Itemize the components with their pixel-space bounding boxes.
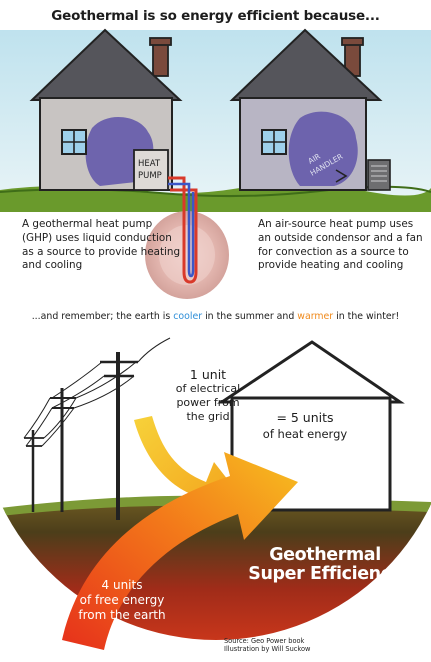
house-left: HEAT PUMP bbox=[29, 28, 183, 191]
grid-power-line-1: 1 unit bbox=[189, 367, 227, 382]
page-title: Geothermal is so energy efficient becaus… bbox=[51, 8, 380, 24]
earth-energy-line-3: from the earth bbox=[78, 608, 166, 622]
outdoor-condenser bbox=[367, 159, 391, 191]
heat-pump-label-1: HEAT bbox=[138, 159, 161, 169]
heat-output-line-2: of heat energy bbox=[262, 427, 348, 441]
remember-prefix: ...and remember; the earth is bbox=[31, 311, 174, 322]
earth-energy-line-1: 4 units bbox=[101, 578, 143, 592]
remember-note: ...and remember; the earth is cooler in … bbox=[0, 311, 431, 322]
heat-pump-unit bbox=[133, 149, 169, 191]
earth-energy-label: 4 units of free energy from the earth bbox=[62, 578, 182, 623]
grid-power-label: 1 unit of electrical power from the grid bbox=[148, 368, 268, 424]
remember-middle: in the summer and bbox=[202, 311, 298, 322]
ground-loop-pipes bbox=[168, 176, 198, 284]
source-credit: Source: Geo Power book bbox=[224, 637, 305, 645]
heat-output-label: = 5 units of heat energy bbox=[235, 410, 375, 442]
super-efficiency-title: Geothermal Super Efficiency bbox=[220, 546, 430, 584]
super-title-line-2: Super Efficiency bbox=[248, 564, 402, 584]
earth-energy-arrow bbox=[62, 452, 298, 650]
remember-suffix: in the winter! bbox=[333, 311, 400, 322]
earth-energy-line-2: of free energy bbox=[79, 593, 165, 607]
ghp-description: A geothermal heat pump (GHP) uses liquid… bbox=[22, 218, 181, 272]
ashp-description: An air-source heat pump uses an outside … bbox=[258, 218, 423, 272]
house-right: AIR HANDLER bbox=[229, 28, 391, 191]
heat-pump-label-2: PUMP bbox=[138, 171, 162, 181]
credits: Source: Geo Power book Illustration by W… bbox=[224, 637, 344, 653]
super-title-line-1: Geothermal bbox=[269, 545, 381, 565]
cooler-word: cooler bbox=[173, 311, 203, 322]
grid-power-line-3: power from bbox=[176, 396, 240, 409]
grid-power-line-4: the grid bbox=[186, 410, 230, 423]
grid-power-line-2: of electrical bbox=[175, 382, 241, 395]
warmer-word: warmer bbox=[297, 311, 334, 322]
heat-output-line-1: = 5 units bbox=[276, 410, 334, 425]
illustrator-credit: Illustration by Will Suckow bbox=[224, 645, 311, 653]
power-poles bbox=[23, 337, 171, 520]
